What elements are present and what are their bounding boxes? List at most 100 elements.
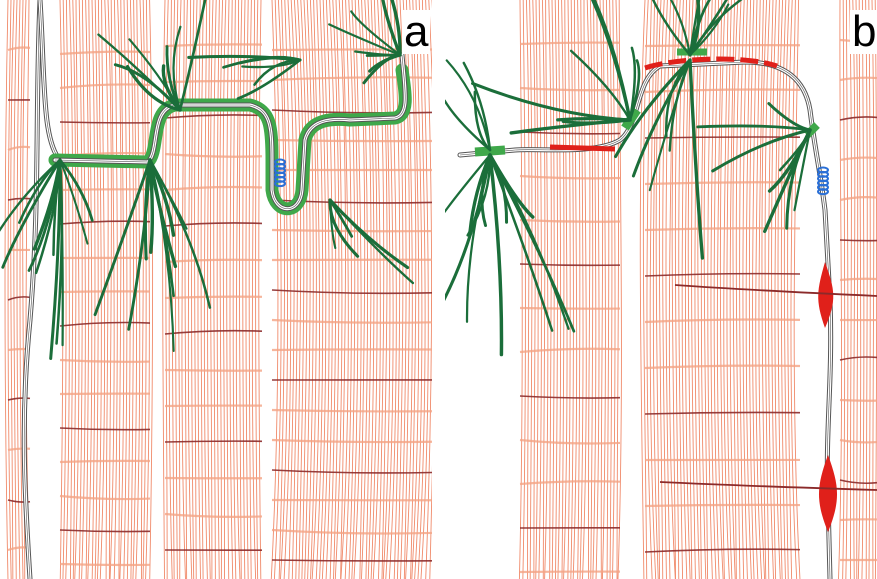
red-marker-endplate [550,147,615,149]
light-striation-band [272,140,432,141]
nerve-branch [490,155,501,355]
light-striation-band [272,230,432,231]
muscle-fiber [5,0,8,579]
muscle-fiber [568,0,570,579]
muscle-fiber [791,0,797,579]
dark-striation-band [165,115,262,118]
light-striation-band [645,366,800,368]
nerve-branch [364,55,400,83]
light-striation-band [165,370,262,371]
light-striation-band [840,78,877,80]
muscle-fiber [775,0,780,579]
muscle-fiber [571,0,574,579]
dark-striation-band [840,480,877,483]
light-striation-band [165,297,262,298]
muscle-fiber [558,0,561,579]
muscle-fiber [695,0,700,579]
dark-striation-band [272,560,432,561]
muscle-fiber [850,0,852,579]
muscle-fiber [593,0,596,579]
light-striation-band [840,400,877,401]
muscle-fiber [92,0,95,579]
muscle-fiber [86,0,89,579]
muscle-fiber [192,0,194,579]
muscle-fiber [533,0,536,579]
light-striation-band [520,88,620,90]
nerve-branch [367,55,400,56]
light-striation-band [520,308,620,309]
muscle-fiber [769,0,774,579]
muscle-fiber [872,0,874,579]
light-striation-band [645,319,800,322]
dark-striation-band [645,549,800,552]
muscle-fiber [781,0,786,579]
muscle-fiber [778,0,783,579]
muscle-fiber [616,0,619,579]
muscle-fiber [246,0,248,579]
panel-b-drawing [445,0,877,579]
muscle-fiber [239,0,241,579]
dark-striation-band [165,441,262,442]
muscle-fiber [108,0,111,579]
muscle-fiber [784,0,789,579]
nerve-branch [60,160,87,244]
muscle-fiber [573,0,576,579]
muscle-fiber [227,0,229,579]
light-striation-band [60,189,150,190]
light-striation-band [60,461,150,462]
muscle-fiber [549,0,551,579]
muscle-fiber [523,0,526,579]
muscle-fiber [580,0,583,579]
muscle-fiber [587,0,590,579]
muscle-fiber [650,0,656,579]
muscle-fiber [704,0,709,579]
muscle-fiber [208,0,211,579]
muscle-fiber [862,0,864,579]
dark-striation-band [60,428,150,430]
muscle-fiber [95,0,98,579]
muscle-fiber [596,0,599,579]
panel-divider [432,0,445,579]
light-striation-band [840,440,877,442]
muscle-fiber-bundle [163,0,261,579]
muscle-fiber [720,0,725,579]
muscle-fiber [526,0,529,579]
muscle-fiber [127,0,130,579]
light-striation-band [520,43,620,44]
muscle-fiber [519,0,522,579]
dark-striation-band [645,412,800,414]
muscle-fiber [856,0,858,579]
red-marker-node-lower [819,455,837,532]
muscle-fiber [656,0,661,579]
dark-striation-band [840,240,877,241]
muscle-fiber [256,0,258,579]
muscle-fiber [118,0,121,579]
muscle-fiber [600,0,603,579]
panel-label-b: b [850,10,877,54]
light-striation-band [60,84,150,88]
muscle-fiber [230,0,233,579]
muscle-fiber [530,0,532,579]
muscle-fiber [869,0,871,579]
dark-striation-band [165,331,262,334]
light-striation-band [840,158,877,160]
muscle-fiber-bundle [839,0,877,579]
light-striation-band [60,564,150,565]
light-striation-band [165,154,262,157]
light-striation-band [840,197,877,200]
muscle-fiber [114,0,117,579]
dark-striation-band [60,530,150,532]
muscle-fiber [714,0,719,579]
dark-striation-band [60,122,150,123]
muscle-fiber [124,0,127,579]
muscle-fiber [198,0,201,579]
muscle-fiber [223,0,226,579]
dark-striation-band [840,117,877,120]
muscle-fiber [210,0,213,579]
light-striation-band [645,505,800,506]
muscle-fiber [724,0,730,579]
muscle-fiber [249,0,251,579]
dark-striation-band [660,482,877,490]
muscle-fiber [233,0,236,579]
dark-striation-band [645,274,800,276]
